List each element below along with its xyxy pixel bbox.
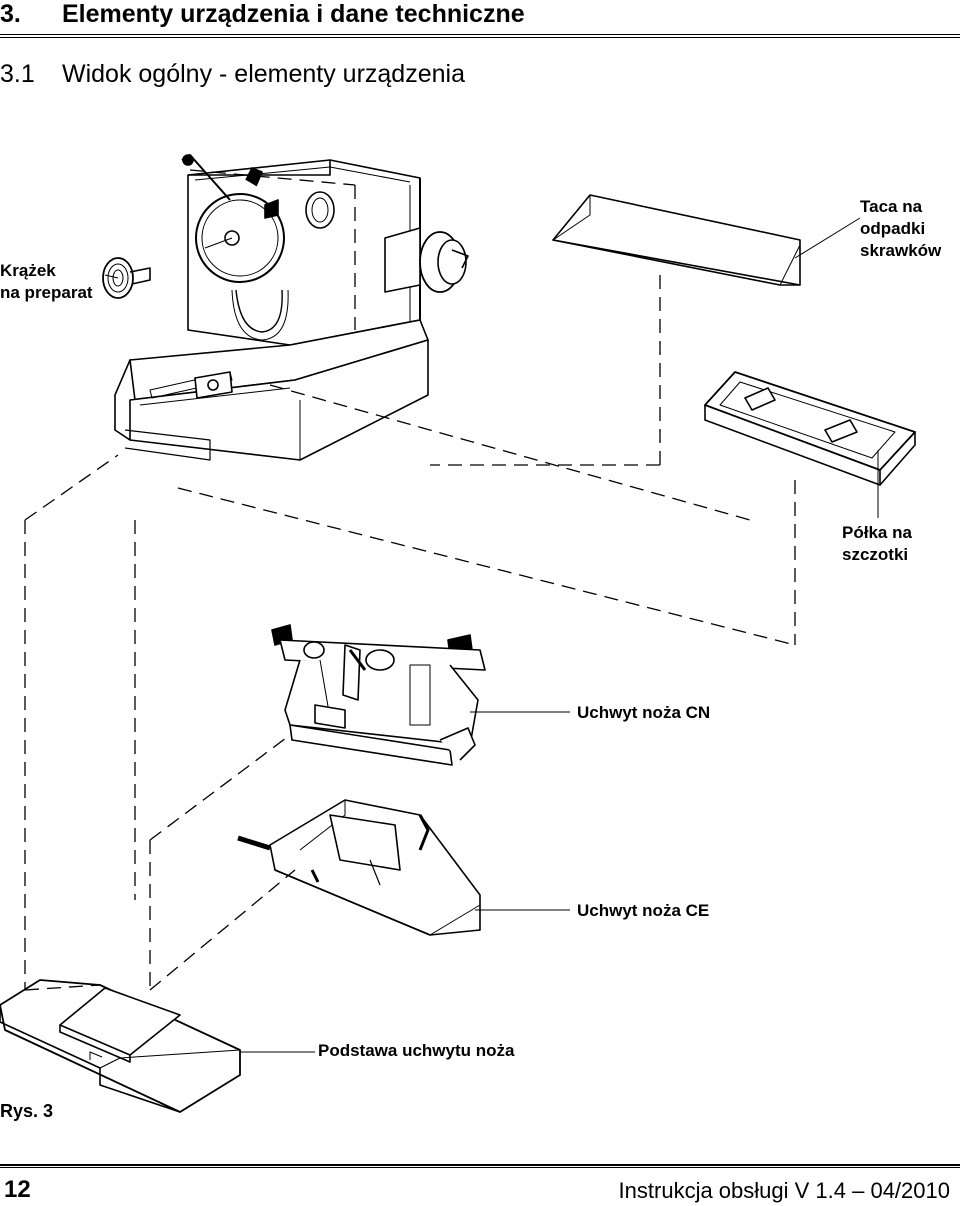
knife-holder-ce-drawing xyxy=(237,799,481,936)
label-knife-holder-ce: Uchwyt noża CE xyxy=(577,901,710,920)
footer-rule xyxy=(0,1164,960,1168)
label-waste-tray: Taca na odpadki skrawków xyxy=(860,197,942,260)
microtome-housing xyxy=(114,154,469,461)
section-title: Elementy urządzenia i dane techniczne xyxy=(62,0,525,28)
assembly-lines xyxy=(24,169,796,991)
label-brush-shelf: Półka na szczotki xyxy=(842,523,912,564)
knife-holder-cn-drawing xyxy=(271,624,486,766)
footer-title: Instrukcja obsługi V 1.4 – 04/2010 xyxy=(618,1178,950,1203)
header-rule xyxy=(0,34,960,38)
label-specimen-disc: Krążek na preparat xyxy=(0,261,93,302)
waste-tray-drawing xyxy=(552,194,801,286)
brush-shelf-drawing xyxy=(704,371,916,486)
label-knife-holder-base: Podstawa uchwytu noża xyxy=(318,1041,515,1060)
subsection-number: 3.1 xyxy=(0,60,35,88)
knife-holder-base-drawing xyxy=(0,979,241,1113)
specimen-disc-drawing xyxy=(102,257,151,299)
section-number: 3. xyxy=(0,0,21,28)
label-knife-holder-cn: Uchwyt noża CN xyxy=(577,703,711,722)
page-number: 12 xyxy=(4,1176,31,1203)
figure-caption: Rys. 3 xyxy=(0,1101,54,1121)
subsection-title: Widok ogólny - elementy urządzenia xyxy=(62,60,465,88)
